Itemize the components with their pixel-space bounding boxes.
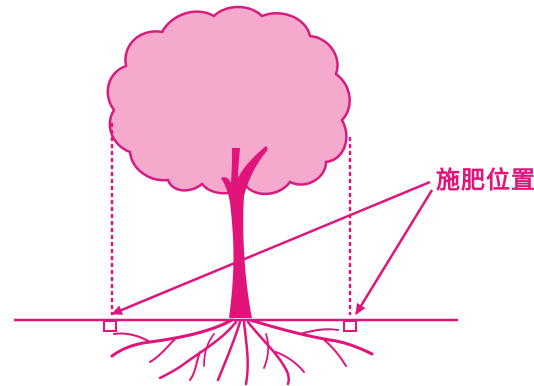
tree-roots	[112, 320, 372, 384]
fertilizer-spot-right	[344, 321, 356, 331]
fertilizer-position-label: 施肥位置	[436, 168, 534, 192]
tree-canopy	[108, 7, 350, 194]
arrow-to-left-spot	[112, 182, 430, 314]
fertilizer-spot-left	[104, 321, 116, 331]
